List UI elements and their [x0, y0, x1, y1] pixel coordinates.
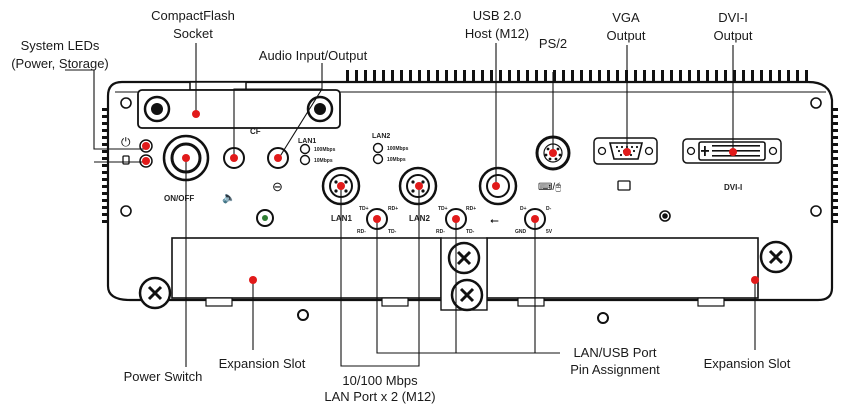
- callout-system-leds-1: System LEDs: [21, 38, 100, 53]
- callout-lan-ports-1: 10/100 Mbps: [342, 373, 418, 388]
- lan-leds: LAN1 100Mbps 10Mbps LAN2 100Mbps 10Mbps: [298, 133, 409, 166]
- callout-lan-ports-2: LAN Port x 2 (M12): [324, 389, 435, 404]
- storage-icon: [122, 155, 130, 165]
- pin-label: RD+: [466, 206, 476, 212]
- dvi-label: DVI-I: [724, 183, 742, 192]
- usb-icon: ⭠: [490, 215, 499, 227]
- pin-label: RD+: [388, 206, 398, 212]
- leader-lines: [65, 43, 756, 367]
- callout-cf-socket-2: Socket: [173, 26, 213, 41]
- callout-audio: Audio Input/Output: [259, 48, 368, 63]
- callout-dvi-2: Output: [713, 28, 752, 43]
- pin-label: 5V: [546, 229, 553, 235]
- compactflash-bay: CF: [137, 81, 341, 136]
- pin-label: GND: [515, 229, 527, 235]
- callout-dvi-1: DVI-I: [718, 10, 748, 25]
- pin-label: TD+: [359, 206, 369, 212]
- callout-vga-1: VGA: [612, 10, 640, 25]
- callout-expansion-right: Expansion Slot: [704, 356, 791, 371]
- callout-lan-usb-pins-2: Pin Assignment: [570, 362, 660, 377]
- expansion-slot-left: [171, 237, 442, 307]
- callout-system-leds-2: (Power, Storage): [11, 56, 109, 71]
- ground-led: [262, 215, 268, 221]
- lan2-speed-10: 10Mbps: [387, 157, 406, 163]
- power-icon: ⏻: [121, 135, 131, 149]
- panel-screw: [120, 97, 822, 222]
- callout-cf-socket-1: CompactFlash: [151, 8, 235, 23]
- thumb-screw: [138, 240, 793, 312]
- lan2-speed-100: 100Mbps: [387, 146, 409, 152]
- pin-label: D-: [546, 206, 552, 212]
- cf-label: CF: [250, 127, 261, 136]
- callout-vga-2: Output: [606, 28, 645, 43]
- lan1-speed-10: 10Mbps: [314, 158, 333, 164]
- expansion-slot-right: [486, 237, 759, 307]
- callout-marker: [142, 110, 759, 284]
- line-in-icon: ⊖: [272, 179, 283, 194]
- pin-label: RD-: [357, 229, 366, 235]
- callout-ps2: PS/2: [539, 36, 567, 51]
- callout-usb-2: Host (M12): [465, 26, 529, 41]
- callout-lan-usb-pins-1: LAN/USB Port: [573, 345, 656, 360]
- lan1-speed-100: 100Mbps: [314, 147, 336, 153]
- callout-usb-1: USB 2.0: [473, 8, 521, 23]
- callout-expansion-left: Expansion Slot: [219, 356, 306, 371]
- foot-screw: [297, 309, 609, 324]
- heatsink-fins: [346, 70, 808, 82]
- keyboard-mouse-icon: ⌨/🖰: [538, 181, 561, 193]
- pin-label: TD+: [438, 206, 448, 212]
- pin-label: TD-: [466, 229, 475, 235]
- callout-power-switch: Power Switch: [124, 369, 203, 384]
- pin-label: RD-: [436, 229, 445, 235]
- side-vents: [102, 108, 838, 223]
- speaker-icon: 🔈: [222, 192, 236, 204]
- ps2-port[interactable]: ⌨/🖰: [535, 135, 571, 193]
- lan1-led-label: LAN1: [298, 138, 316, 145]
- lan2-led-label: LAN2: [372, 133, 390, 140]
- pin-label: TD-: [388, 229, 397, 235]
- monitor-icon: [617, 180, 631, 191]
- pin-label: D+: [520, 206, 527, 212]
- onoff-label: ON/OFF: [164, 194, 194, 203]
- lan1-label: LAN1: [331, 214, 352, 223]
- lan2-label: LAN2: [409, 214, 430, 223]
